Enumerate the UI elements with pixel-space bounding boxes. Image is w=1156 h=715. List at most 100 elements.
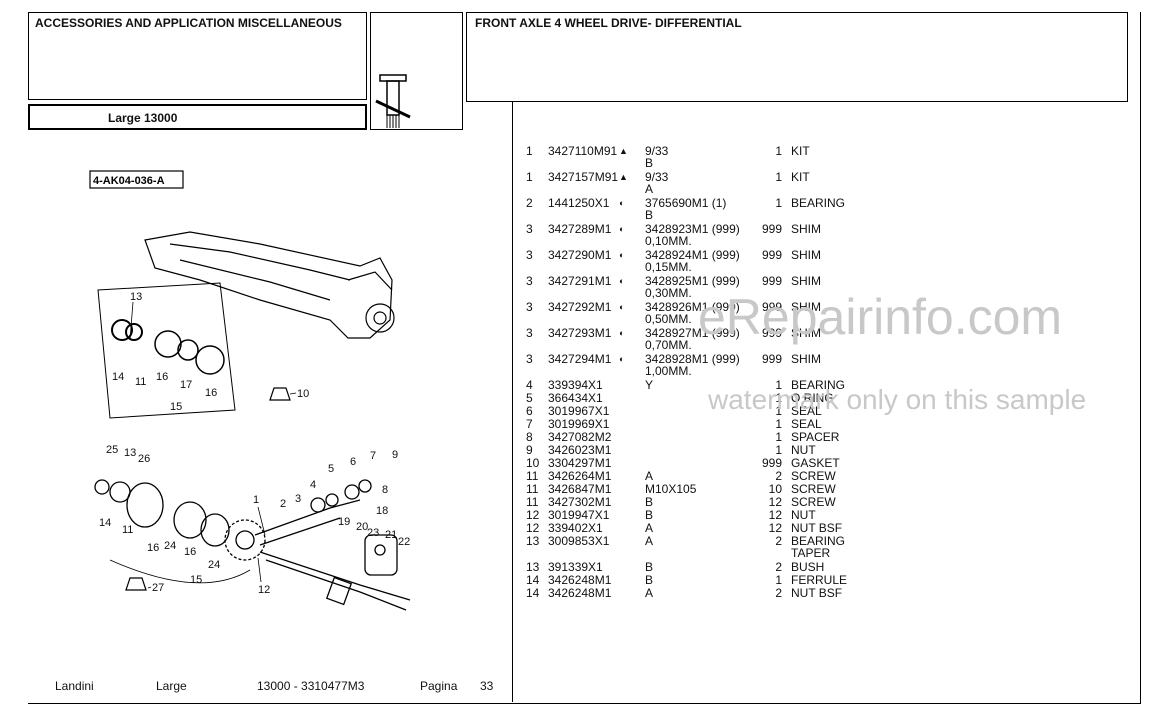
part-variant: B xyxy=(645,560,654,574)
part-qty: 1 xyxy=(775,391,782,405)
callout-16-top: 16 xyxy=(156,371,168,383)
part-variant: A xyxy=(645,586,654,600)
diagram-ref-code-text: 4-AK04-036-A xyxy=(93,175,165,187)
exploded-diagram: 4-AK04-036-A xyxy=(89,170,410,611)
callout-3: 3 xyxy=(295,493,301,505)
part-number: 3427082M2 xyxy=(548,430,612,444)
part-desc: GASKET xyxy=(791,456,840,470)
part-qty: 12 xyxy=(768,495,782,509)
part-number: 3019947X1 xyxy=(548,508,610,522)
footer-brand: Landini xyxy=(55,679,94,693)
part-number: 3427302M1 xyxy=(548,495,612,509)
part-number: 3426248M1 xyxy=(548,573,612,587)
part-variant: B xyxy=(645,573,654,587)
callout-15-bottom: 15 xyxy=(190,574,202,586)
part-ref: 1 xyxy=(526,170,533,184)
icon-box xyxy=(370,12,463,130)
callout-19: 19 xyxy=(338,516,350,528)
part-symbol: ▲ xyxy=(619,146,628,156)
callout-13-bottom: 13 xyxy=(124,447,136,459)
callout-20: 20 xyxy=(356,521,368,533)
callout-16-bottom: 16 xyxy=(147,542,159,554)
part-qty: 1 xyxy=(775,144,782,158)
callout-27: 27 xyxy=(152,582,164,594)
callout-labels: 13 14 11 16 17 15 16 10 25 13 26 7 9 6 5… xyxy=(99,291,410,596)
part-symbol: ◐ xyxy=(619,354,625,364)
part-desc: NUT BSF xyxy=(791,521,843,535)
part-ref: 2 xyxy=(526,196,533,210)
part-qty: 1 xyxy=(775,443,782,457)
part-ref: 13 xyxy=(526,534,540,548)
part-number: 3426248M1 xyxy=(548,586,612,600)
part-ref: 14 xyxy=(526,573,540,587)
callout-21: 21 xyxy=(385,529,397,541)
part-ref: 3 xyxy=(526,222,533,236)
part-variant: 9/33 B xyxy=(645,144,669,170)
part-qty: 999 xyxy=(761,274,782,288)
callout-22: 22 xyxy=(398,536,410,548)
part-ref: 3 xyxy=(526,248,533,262)
callout-11-bottom: 11 xyxy=(122,524,133,536)
part-desc: SEAL xyxy=(791,404,822,418)
part-desc: SPACER xyxy=(791,430,840,444)
footer-code: 13000 - 3310477M3 xyxy=(257,679,365,693)
part-number: 339394X1 xyxy=(548,378,603,392)
part-ref: 4 xyxy=(526,378,533,392)
part-symbol: ◐ xyxy=(619,276,625,286)
part-number: 339402X1 xyxy=(548,521,603,535)
part-number: 3427110M91 xyxy=(548,144,618,158)
callout-16-top-b: 16 xyxy=(205,387,217,399)
part-number: 3427292M1 xyxy=(548,300,612,314)
part-qty: 1 xyxy=(775,430,782,444)
part-number: 3427290M1 xyxy=(548,248,612,262)
part-variant: B xyxy=(645,495,654,509)
part-symbol: ◐ xyxy=(619,250,625,260)
part-desc: KIT xyxy=(791,170,810,184)
callout-24-a: 24 xyxy=(164,540,176,552)
callout-26: 26 xyxy=(138,453,150,465)
part-variant: A xyxy=(645,469,654,483)
part-ref: 3 xyxy=(526,326,533,340)
callout-2: 2 xyxy=(280,498,286,510)
callout-25: 25 xyxy=(106,444,118,456)
part-desc: SCREW xyxy=(791,469,836,483)
part-qty: 1 xyxy=(775,417,782,431)
part-variant: 3765690M1 (1) B xyxy=(645,196,727,222)
part-qty: 999 xyxy=(761,222,782,236)
part-number: 3426023M1 xyxy=(548,443,612,457)
axle-shaft-icon xyxy=(375,74,411,128)
part-desc: O RING xyxy=(791,391,834,405)
part-ref: 8 xyxy=(526,430,533,444)
part-ref: 11 xyxy=(526,469,539,483)
part-ref: 1 xyxy=(526,144,533,158)
callout-23: 23 xyxy=(367,527,379,539)
callout-14-top: 14 xyxy=(112,371,124,383)
part-desc: BEARING xyxy=(791,196,846,210)
callout-14-bottom: 14 xyxy=(99,517,111,529)
part-variant: 9/33 A xyxy=(645,170,669,196)
part-ref: 5 xyxy=(526,391,533,405)
model-box: Large 13000 xyxy=(28,104,367,130)
diagram-ref-code: 4-AK04-036-A xyxy=(89,170,184,189)
callout-16-bottom-b: 16 xyxy=(184,546,196,558)
part-number: 3426847M1 xyxy=(548,482,612,496)
part-desc: BUSH xyxy=(791,560,825,574)
frame-bottom xyxy=(28,703,1141,704)
part-variant: 3428923M1 (999) 0,10MM. xyxy=(645,222,740,248)
part-number: 1441250X1 xyxy=(548,196,610,210)
part-ref: 11 xyxy=(526,495,539,509)
